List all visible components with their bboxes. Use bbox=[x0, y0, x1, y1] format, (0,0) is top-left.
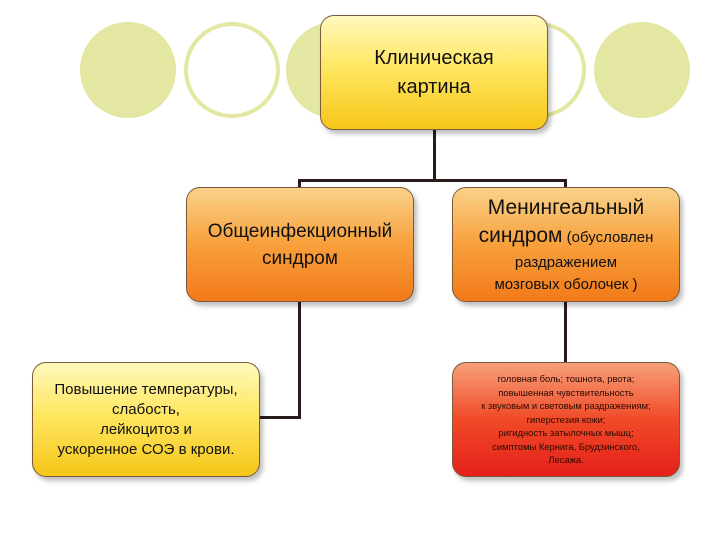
connector-meningeal-down bbox=[564, 302, 567, 362]
meningeal-line-3: раздражением bbox=[514, 253, 618, 271]
general-symptoms-node: Повышение температуры, слабость, лейкоци… bbox=[32, 362, 260, 477]
decor-circle-5 bbox=[594, 22, 690, 118]
meningeal-line-1: Менингеальный bbox=[487, 195, 645, 219]
general-line-2: синдром bbox=[262, 247, 338, 269]
meningeal-line-2-main: синдром bbox=[478, 223, 563, 247]
meningeal-symptom-line-4: гиперстезия кожи; bbox=[526, 413, 606, 425]
decor-circle-2 bbox=[184, 22, 280, 118]
meningeal-syndrome-node: Менингеальный синдром (обусловлен раздра… bbox=[452, 187, 680, 302]
general-symptom-line-3: лейкоцитоз и bbox=[100, 420, 192, 438]
connector-left-branch bbox=[298, 179, 301, 188]
general-symptom-line-4: ускоренное СОЭ в крови. bbox=[57, 440, 235, 458]
meningeal-symptom-line-1: головная боль; тошнота, рвота; bbox=[497, 373, 635, 385]
meningeal-line-4: мозговых оболочек ) bbox=[494, 275, 638, 293]
meningeal-line-2: синдром (обусловлен bbox=[479, 222, 654, 252]
meningeal-line-2-small: (обусловлен bbox=[562, 228, 654, 246]
meningeal-symptom-line-5: ригидность затылочных мышц; bbox=[498, 427, 634, 439]
root-node-clinical-picture: Клиническая картина bbox=[320, 15, 548, 130]
meningeal-symptom-line-7: Лесажа. bbox=[548, 454, 584, 466]
root-line-1: Клиническая bbox=[374, 46, 494, 69]
connector-horizontal bbox=[298, 179, 567, 182]
meningeal-symptoms-node: головная боль; тошнота, рвота; повышенна… bbox=[452, 362, 680, 477]
general-symptom-line-1: Повышение температуры, bbox=[54, 380, 238, 398]
decor-circle-1 bbox=[80, 22, 176, 118]
root-line-2: картина bbox=[397, 75, 471, 98]
connector-general-to-symptoms bbox=[260, 416, 301, 419]
general-symptom-line-2: слабость, bbox=[112, 400, 180, 418]
meningeal-symptom-line-2: повышенная чувствительность bbox=[498, 386, 634, 398]
connector-right-branch bbox=[564, 179, 567, 188]
general-infectious-syndrome-node: Общеинфекционный синдром bbox=[186, 187, 414, 302]
connector-root-down bbox=[433, 130, 436, 180]
meningeal-symptom-line-6: симптомы Кернига, Брудзинского, bbox=[492, 440, 640, 452]
connector-general-down bbox=[298, 302, 301, 418]
general-line-1: Общеинфекционный bbox=[207, 220, 393, 242]
meningeal-symptom-line-3: к звуковым и световым раздражениям; bbox=[481, 400, 651, 412]
